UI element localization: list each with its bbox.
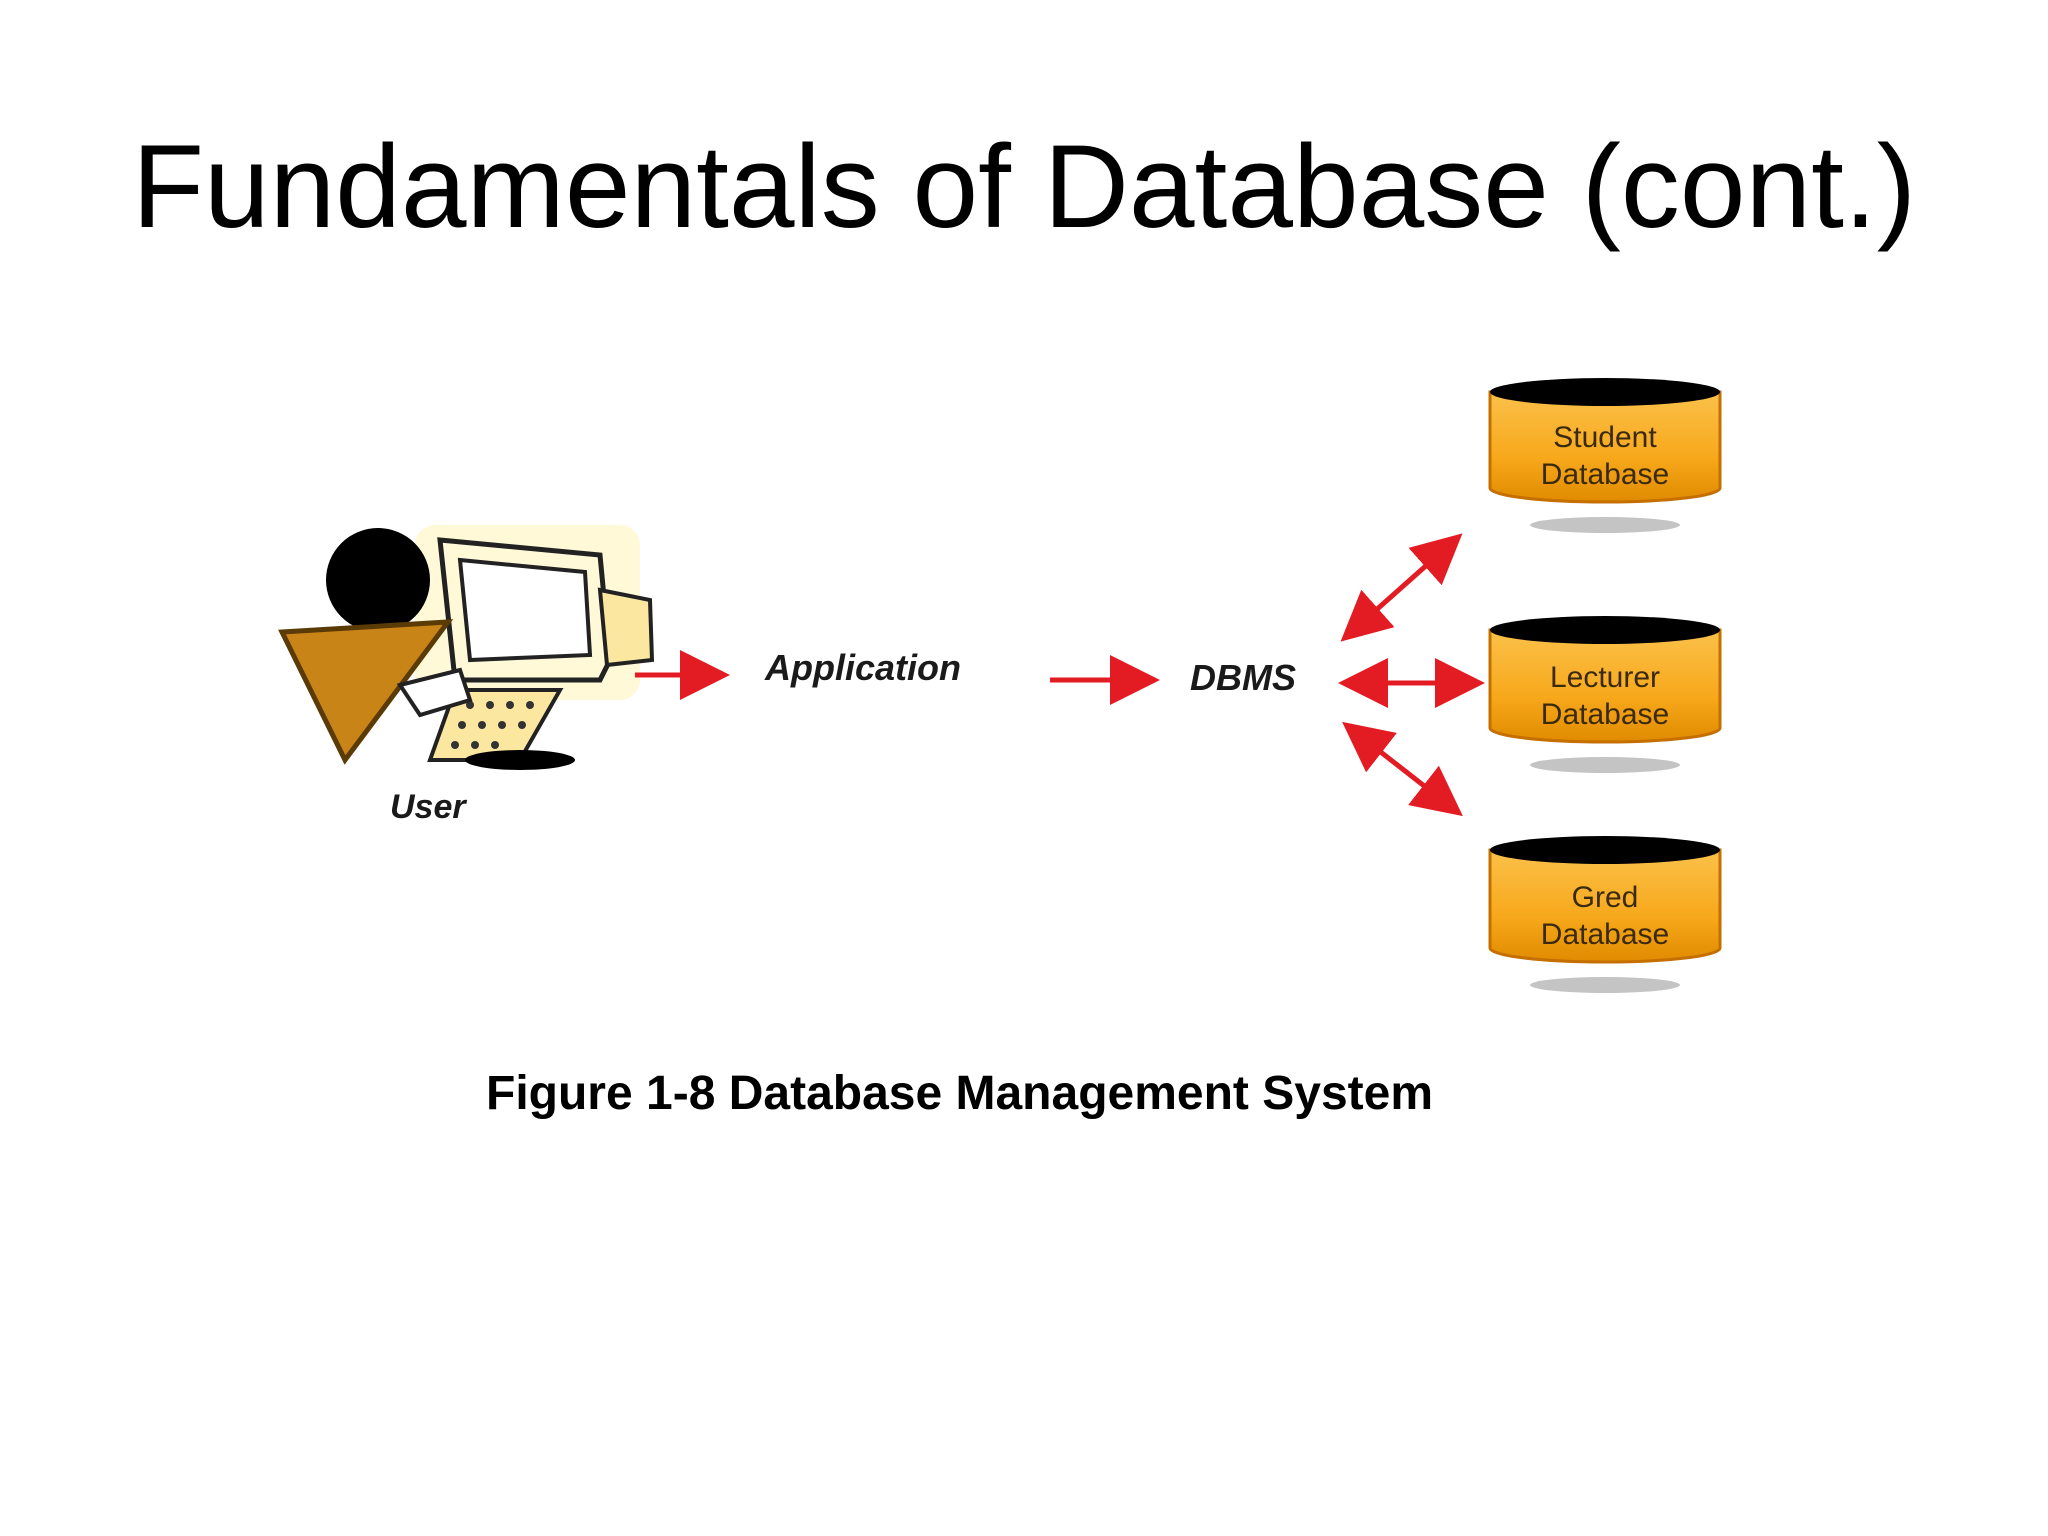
slide-title: Fundamentals of Database (cont.): [131, 121, 1917, 253]
db-label-line1: Gred: [1572, 881, 1639, 914]
db-label-line2: Database: [1541, 698, 1669, 731]
student-database: Student Database: [1488, 378, 1722, 533]
gred-database: Gred Database: [1488, 836, 1722, 993]
arrow-dbms-gred-db: [1342, 721, 1463, 817]
db-label-line2: Database: [1541, 918, 1669, 951]
db-label-line2: Database: [1541, 458, 1669, 491]
figure-caption: Figure 1-8 Database Management System: [486, 1067, 1433, 1120]
database-cylinder-icon: Student: [1553, 421, 1657, 454]
arrow-dbms-student-db: [1340, 533, 1463, 642]
application-label: Application: [764, 647, 961, 688]
dbms-label: DBMS: [1190, 657, 1296, 698]
lecturer-database: Lecturer Database: [1488, 616, 1722, 773]
user-at-computer-icon: [278, 525, 655, 770]
user-label: User: [390, 788, 467, 826]
db-label-line1: Lecturer: [1550, 661, 1660, 694]
